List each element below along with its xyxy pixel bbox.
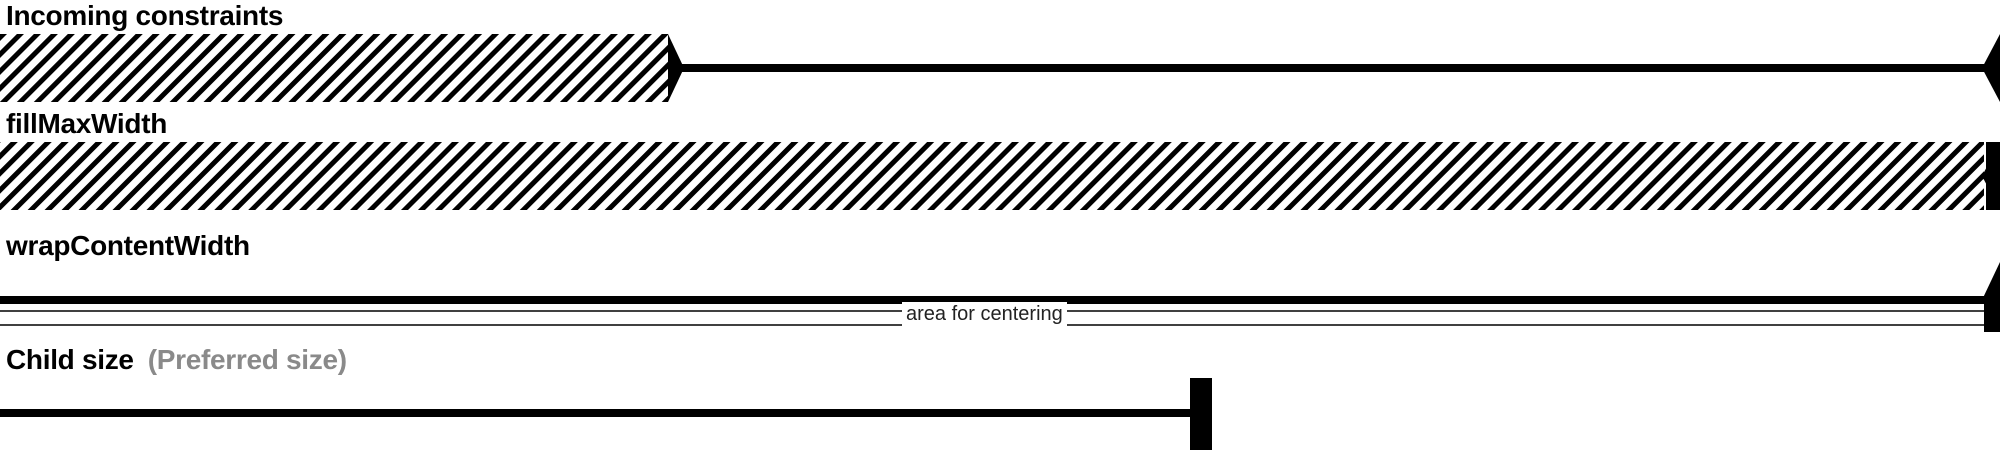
incoming-constraints-label: Incoming constraints [6, 0, 284, 31]
child-size-end-bar [1190, 378, 1212, 450]
incoming-range-line [680, 64, 1992, 72]
child-size-line [0, 409, 1196, 417]
incoming-min-marker [668, 34, 684, 102]
child-size-label-group: Child size (Preferred size) [6, 344, 347, 376]
wrap-content-width-line [0, 296, 1984, 304]
area-for-centering-label: area for centering [902, 302, 1067, 326]
fill-max-width-label: fillMaxWidth [6, 108, 168, 139]
wrap-content-width-label: wrapContentWidth [6, 230, 250, 261]
incoming-min-hatch [0, 34, 668, 102]
fill-max-width-end-cap [1986, 142, 2000, 210]
preferred-size-note: (Preferred size) [147, 344, 347, 375]
child-size-label: Child size [6, 344, 134, 375]
fill-max-width-hatch [0, 142, 1984, 210]
wrap-content-width-end-cap [1984, 300, 2000, 332]
incoming-max-marker [1982, 34, 2000, 102]
